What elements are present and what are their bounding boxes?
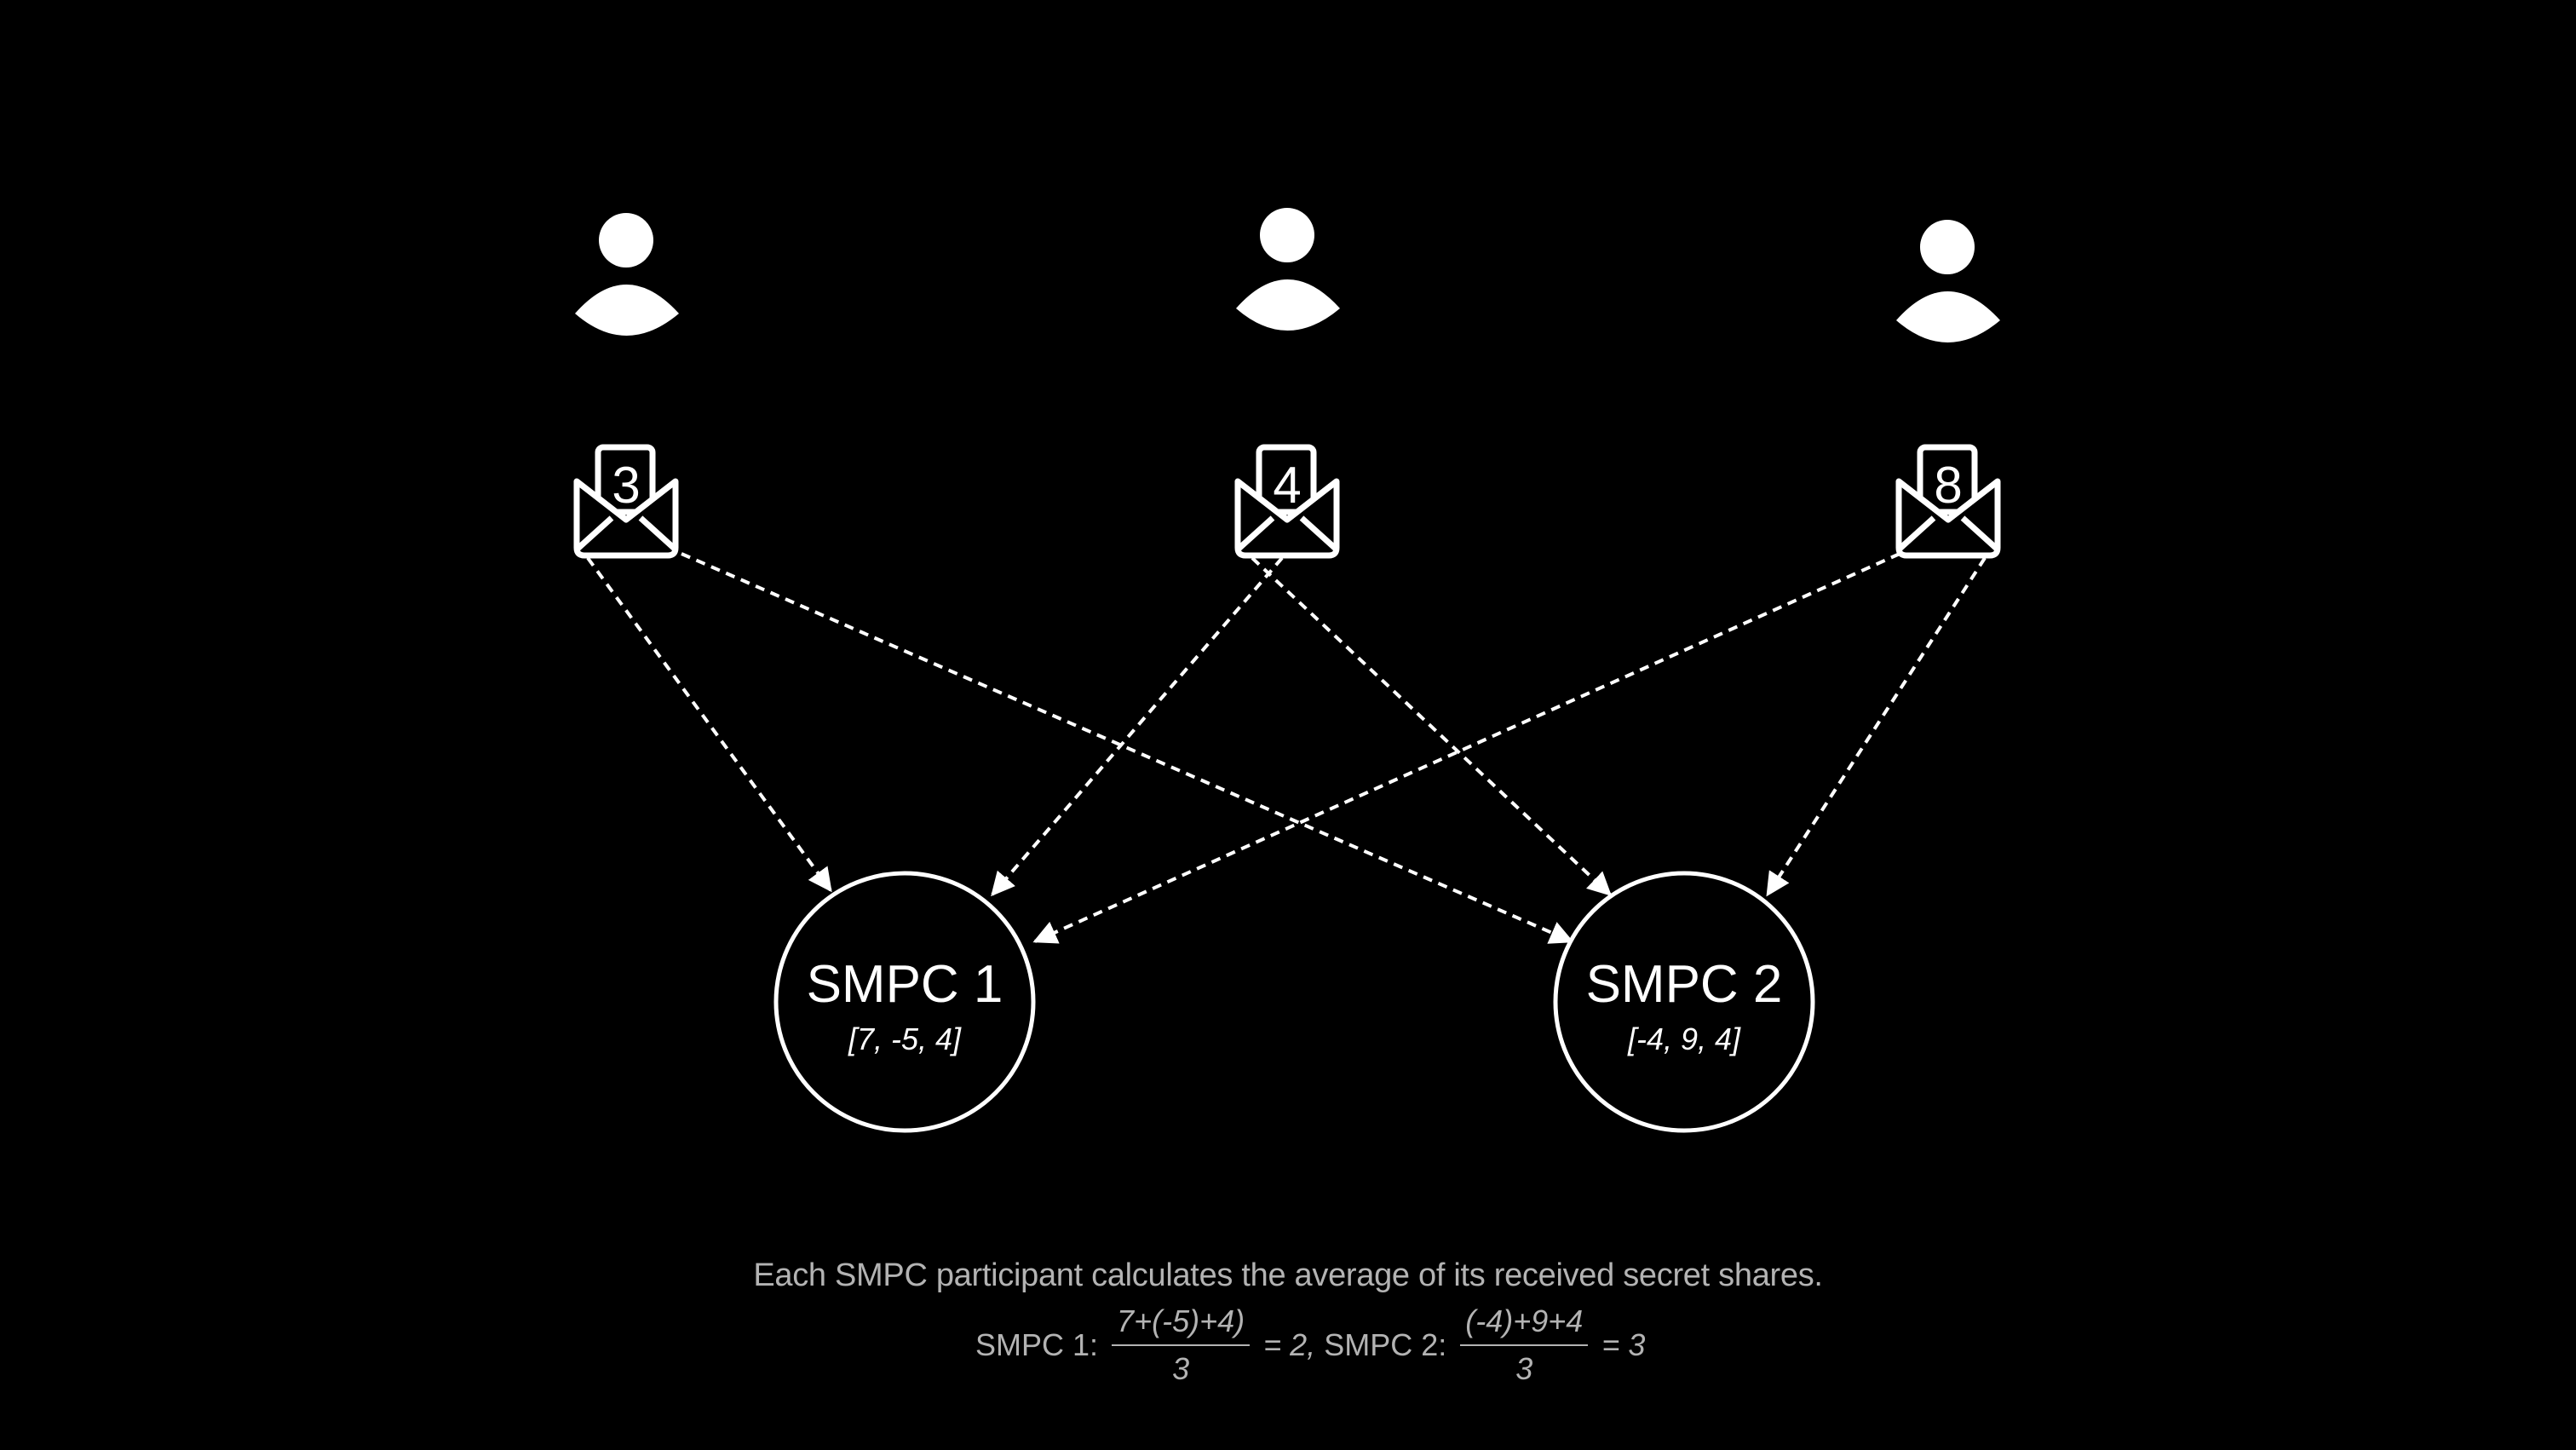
smpc-2-shares: [-4, 9, 4] [1627,1021,1741,1056]
envelope-icon [573,444,679,559]
connector-user2-smpc1 [991,556,1284,897]
formula-smpc1-numerator: 7+(-5)+4) [1112,1303,1251,1346]
connector-user1-smpc1 [586,556,832,893]
connector-user3-smpc1 [1032,552,1900,944]
smpc-1-label: SMPC 1 [807,955,1003,1014]
formula-smpc1-result: = 2, [1263,1327,1316,1362]
user-icon [1896,220,2000,342]
formula-smpc1-fraction: 7+(-5)+4) 3 [1112,1303,1251,1387]
formula-smpc2-result: = 3 [1601,1327,1646,1362]
secret-value-user-2: 4 [1273,457,1301,514]
connector-user1-smpc2 [681,552,1574,944]
formula-smpc2-label: SMPC 2: [1324,1327,1447,1362]
smpc-node-2 [1553,871,1815,1133]
smpc-2-label: SMPC 2 [1586,955,1783,1014]
connector-user2-smpc2 [1251,556,1613,896]
secret-value-user-3: 8 [1934,457,1962,514]
formula-smpc2-numerator: (-4)+9+4 [1460,1303,1589,1346]
formula-smpc1-label: SMPC 1: [975,1327,1099,1362]
formula-smpc2-denominator: 3 [1515,1351,1533,1386]
envelope-icon [1234,444,1340,559]
connector-user3-smpc2 [1766,556,1987,897]
user-icon [1236,208,1340,331]
envelope-icon [1895,444,2001,559]
formula-smpc2-fraction: (-4)+9+4 3 [1460,1303,1589,1387]
smpc-node-1 [773,871,1036,1133]
caption: Each SMPC participant calculates the ave… [753,1257,1823,1293]
formula-smpc1-denominator: 3 [1172,1351,1190,1386]
smpc-1-shares: [7, -5, 4] [848,1021,962,1056]
average-formula: SMPC 1: 7+(-5)+4) 3 = 2, SMPC 2: (-4)+9+… [975,1303,1645,1387]
secret-value-user-1: 3 [612,457,640,514]
user-icon [575,213,679,336]
